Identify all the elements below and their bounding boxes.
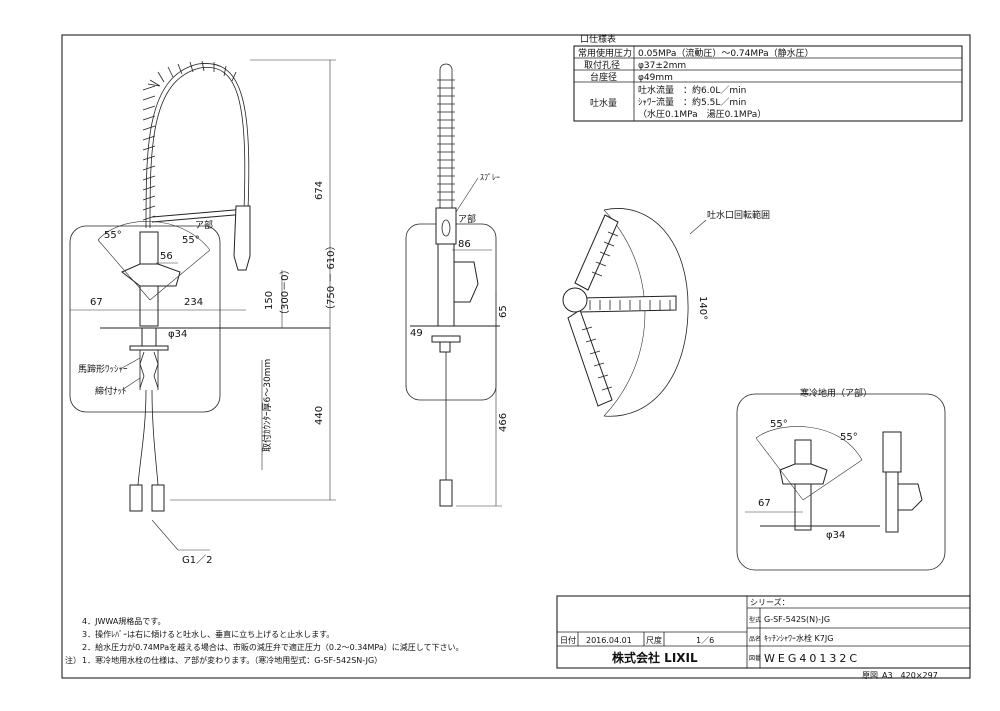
front-dim-674: 674 [314, 181, 325, 200]
spray-head [233, 205, 251, 271]
side-view: ｽﾌﾟﾚｰ ア部 86 49 65 466 [405, 63, 509, 507]
cold-region-title: 寒冷地用（ア部） [800, 387, 872, 399]
drawing-number: WEG40132C [764, 652, 860, 665]
front-part-a: ア部 [195, 219, 213, 231]
top-spout-lower [567, 309, 613, 407]
spec-label-hole: 取付孔径 [584, 59, 620, 71]
title-block: シリーズ： 型式 G-SF-542S(N)-JG 品名 ｷｯﾁﾝｼｬﾜｰ水栓 K… [556, 595, 971, 680]
rotation-label: 吐水口回転範囲 [707, 209, 770, 221]
side-dim-65: 65 [498, 305, 509, 318]
cold-angle-left: 55° [770, 419, 788, 430]
side-spray-head [435, 207, 457, 245]
top-view: 吐水口回転範囲 140° [562, 208, 770, 417]
spec-value-hole: φ37±2mm [638, 61, 686, 71]
front-angle-right: 55° [182, 235, 200, 246]
washer-label: 馬蹄形ﾜｯｼｬｰ [78, 363, 128, 375]
notes-label: 注） [65, 655, 81, 665]
company-name: 株式会社 LIXIL [612, 650, 698, 665]
note-2: 2．給水圧力が0.74MPaを越える場合は、市販の減圧弁で適正圧力（0.2～0.… [82, 642, 464, 652]
spec-label-pressure: 常用使用圧力 [578, 47, 632, 59]
side-lever [453, 261, 479, 303]
side-fitting [439, 479, 453, 507]
front-dim-674-range: （750 － 610） [325, 240, 337, 315]
name-label: 品名 [749, 635, 761, 643]
spec-value-base: φ49mm [638, 73, 673, 83]
front-dim-150: 150 [264, 291, 275, 310]
scale-value: 1／6 [696, 636, 714, 645]
cold-dia-34: φ34 [826, 530, 845, 541]
counter-thickness-label: 取付ｶｳﾝﾀｰ厚6～30mm [262, 359, 273, 452]
drawing-label: 図番 [749, 655, 761, 662]
spray-label: ｽﾌﾟﾚｰ [480, 173, 500, 182]
top-spout-upper [574, 214, 619, 291]
note-1: 1．寒冷地用水栓の仕様は、ア部が変わります。（寒冷地用型式：G-SF-542SN… [82, 655, 382, 665]
cold-dim-67: 67 [758, 498, 771, 509]
spec-label-base: 台座径 [590, 71, 617, 83]
g-thread-label: G1／2 [182, 554, 212, 566]
top-spout-middle [579, 295, 677, 313]
paper-size: A3 420×297 [882, 671, 938, 680]
notes: 4．JWWA規格品です。 3．操作ﾚﾊﾞｰは右に傾けると吐水し、垂直に立ち上げる… [65, 616, 464, 665]
front-dim-440: 440 [314, 406, 325, 425]
side-dim-466: 466 [498, 413, 509, 432]
date-label: 日付 [560, 635, 576, 645]
side-dim-49: 49 [410, 328, 423, 339]
cold-region-frame [736, 393, 946, 571]
note-3: 3．操作ﾚﾊﾞｰは右に傾けると吐水し、垂直に立ち上げると止水します。 [82, 629, 334, 639]
fitting-right [151, 484, 165, 512]
spec-value-pressure: 0.05MPa（流動圧）～0.74MPa（静水圧） [638, 47, 814, 59]
front-dim-56: 56 [160, 251, 173, 262]
product-name: ｷｯﾁﾝｼｬﾜｰ水栓 K7JG [764, 633, 833, 643]
sheet-border [61, 34, 971, 679]
series-label: シリーズ： [750, 597, 790, 607]
model-number: G-SF-542S(N)-JG [764, 615, 830, 624]
nut-label: 締付ﾅｯﾄ [95, 385, 127, 397]
spec-table-title: 口仕様表 [580, 33, 616, 45]
front-view: 55° 55° ア部 56 67 234 φ34 馬蹄形ﾜｯｼｬｰ 締付ﾅｯﾄ … [69, 59, 337, 566]
fitting-left [129, 484, 143, 512]
original-label: 原図 [862, 671, 878, 680]
note-4: 4．JWWA規格品です。 [82, 616, 166, 626]
top-base-circle [562, 287, 588, 313]
side-dim-86: 86 [458, 239, 471, 250]
side-part-a: ア部 [458, 213, 476, 225]
spec-value-flow-3: （水圧0.1MPa 湯圧0.1MPa） [638, 108, 766, 120]
model-label: 型式 [749, 616, 761, 624]
cold-angle-right: 55° [840, 432, 858, 443]
scale-label: 尺度 [646, 635, 662, 645]
spring-coil [142, 60, 237, 221]
front-dim-150-range: （300－0） [279, 265, 291, 320]
spec-label-flow: 吐水量 [590, 97, 617, 109]
spec-value-flow-1: 吐水流量 ：約6.0L／min [638, 84, 746, 96]
top-angle-140: 140° [697, 296, 708, 320]
spec-table: 口仕様表 常用使用圧力 0.05MPa（流動圧）～0.74MPa（静水圧） 取付… [573, 33, 963, 122]
front-angle-left: 55° [104, 230, 122, 241]
date-value: 2016.04.01 [586, 636, 632, 645]
cold-region-detail: 寒冷地用（ア部） 55° 55° 67 φ34 [736, 387, 946, 571]
spec-value-flow-2: ｼｬﾜｰ流量 ：約5.5L／min [638, 96, 746, 108]
front-dim-234: 234 [184, 297, 203, 308]
front-dia-34: φ34 [168, 329, 187, 340]
front-dim-67: 67 [90, 297, 103, 308]
